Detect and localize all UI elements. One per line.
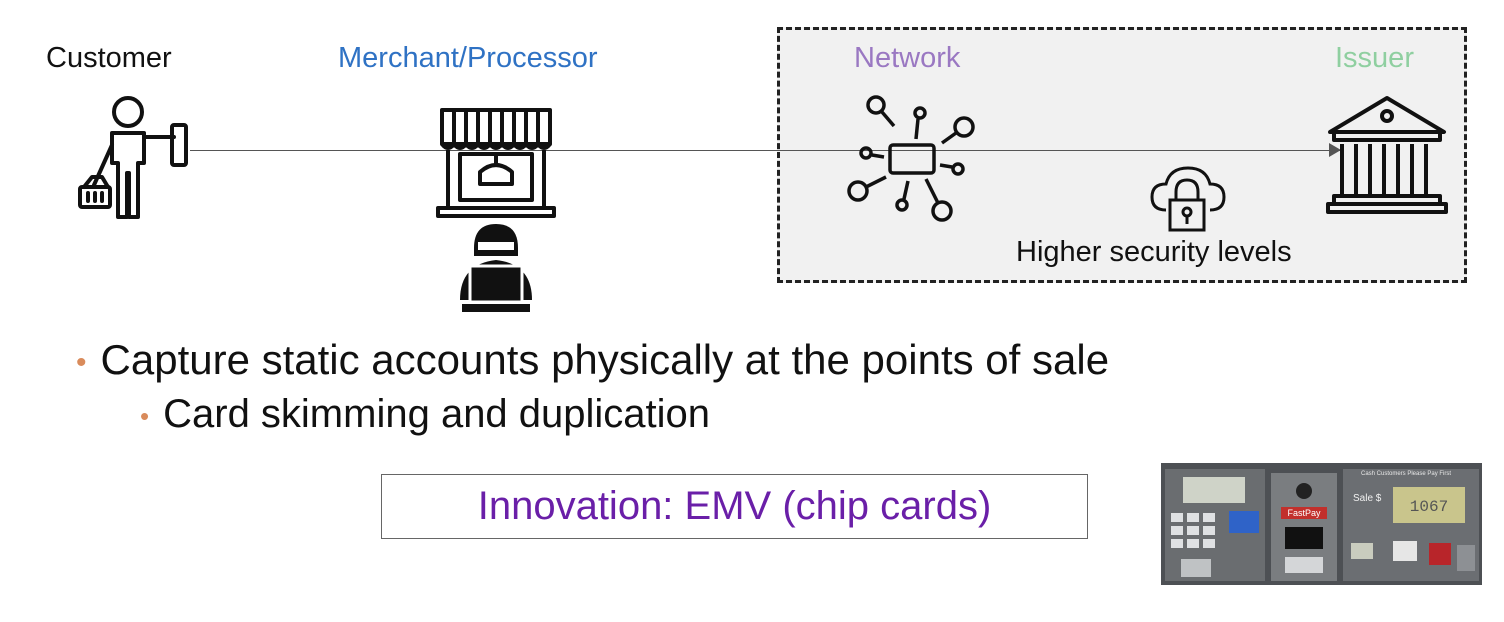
issuer-label: Issuer <box>1335 42 1414 74</box>
payment-flow-line <box>190 150 1340 151</box>
fuel-pump-terminal-photo: FastPay Cash Customers Please Pay First … <box>1161 463 1482 585</box>
shopper-with-card-icon <box>78 96 188 219</box>
bullet-marker: • <box>140 400 150 431</box>
cloud-lock-icon <box>1150 166 1226 232</box>
photo-brand: FastPay <box>1287 508 1321 518</box>
network-hub-icon <box>847 95 975 222</box>
secure-zone <box>777 27 1467 283</box>
flow-arrowhead <box>1329 143 1341 157</box>
photo-display-value: 1067 <box>1410 498 1448 516</box>
fuel-pump-terminal-illustration: FastPay Cash Customers Please Pay First … <box>1161 463 1482 585</box>
merchant-label: Merchant/Processor <box>338 42 598 74</box>
storefront-icon <box>436 108 556 218</box>
customer-label: Customer <box>46 42 172 74</box>
network-label: Network <box>854 42 961 74</box>
bullet-main: • Capture static accounts physically at t… <box>76 336 1109 384</box>
photo-notice: Cash Customers Please Pay First <box>1361 471 1451 477</box>
security-caption: Higher security levels <box>1016 236 1292 268</box>
innovation-text: Innovation: EMV (chip cards) <box>477 484 992 528</box>
bullet-main-text: Capture static accounts physically at th… <box>100 336 1110 383</box>
bank-building-icon <box>1326 96 1448 214</box>
photo-sale-label: Sale $ <box>1353 493 1382 504</box>
bullet-sub-text: Card skimming and duplication <box>163 392 711 436</box>
innovation-box: Innovation: EMV (chip cards) <box>381 474 1088 539</box>
bullet-sub: • Card skimming and duplication <box>140 392 710 437</box>
hacker-laptop-icon <box>460 224 532 312</box>
bullet-marker: • <box>76 345 87 379</box>
